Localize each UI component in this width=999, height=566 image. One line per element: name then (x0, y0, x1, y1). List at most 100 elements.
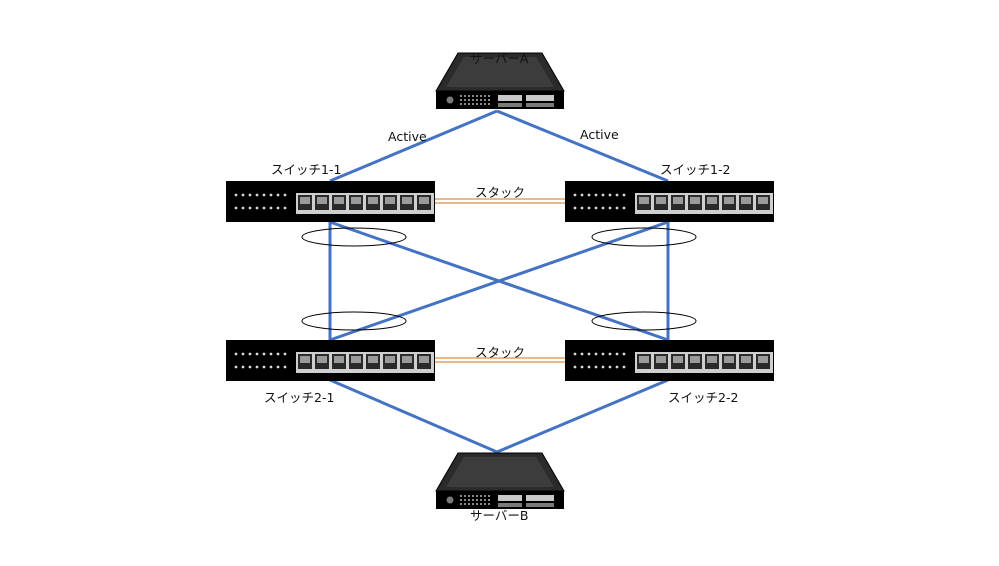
server-vent (476, 103, 478, 105)
switch-led (587, 193, 591, 197)
server-vent (472, 503, 474, 505)
switch-led (262, 193, 266, 197)
server-vent (460, 503, 462, 505)
server-drive-bay (498, 503, 522, 507)
server-vent (472, 99, 474, 101)
switch-led (615, 193, 619, 197)
server-vent (480, 499, 482, 501)
server-vent (484, 495, 486, 497)
switch-port-jack (639, 356, 649, 363)
switch-led (283, 365, 287, 369)
server-b-uplinks (329, 378, 669, 454)
switch-led (594, 365, 598, 369)
switch-port-jack (402, 197, 412, 204)
server-vent (480, 99, 482, 101)
switch-led (269, 193, 273, 197)
server-drive-bay (526, 103, 554, 107)
server-vent (472, 103, 474, 105)
switch-led (234, 193, 238, 197)
switch-port-bank (296, 352, 434, 373)
server-drive-bay (526, 495, 554, 501)
switch-led (255, 193, 259, 197)
server-a-label: サーバーA (470, 51, 529, 66)
server-drive-bay (526, 503, 554, 507)
switch-led (262, 352, 266, 356)
server-drive-bay (498, 495, 522, 501)
switch-2-1-label: スイッチ2-1 (264, 390, 335, 405)
server-vent (472, 95, 474, 97)
stack-cable-top (435, 198, 565, 204)
switch-led (276, 193, 280, 197)
server-b (435, 452, 565, 509)
switch-led (622, 206, 626, 210)
server-vent (484, 103, 486, 105)
switch-2-2 (565, 340, 774, 381)
switch-port-jack (656, 356, 666, 363)
switch-port-jack (690, 197, 700, 204)
server-vent (468, 499, 470, 501)
switch-led (269, 365, 273, 369)
switch-port-jack (368, 356, 378, 363)
switch-led (622, 365, 626, 369)
switch-led (601, 365, 605, 369)
server-vent (484, 99, 486, 101)
server-power-button (446, 496, 454, 504)
active-label-right: Active (580, 127, 619, 142)
switch-led (276, 365, 280, 369)
switch-led (608, 193, 612, 197)
link-servera-switch12 (496, 109, 669, 183)
switch-led (615, 365, 619, 369)
switch-led (269, 206, 273, 210)
switch-port-jack (385, 197, 395, 204)
switch-led (255, 352, 259, 356)
switch-port-jack (724, 356, 734, 363)
server-vent (464, 503, 466, 505)
switch-1-1-label: スイッチ1-1 (271, 162, 342, 177)
server-top-shade (446, 57, 554, 87)
switch-led (276, 352, 280, 356)
switch-2-1 (226, 340, 435, 381)
lag-ellipse-switch22 (591, 311, 697, 331)
switch-led (594, 206, 598, 210)
server-vent (476, 495, 478, 497)
switch-led (241, 352, 245, 356)
switch-led (594, 352, 598, 356)
server-a-uplinks (329, 109, 669, 183)
server-vent (464, 95, 466, 97)
switch-led (587, 365, 591, 369)
switch-port-jack (368, 197, 378, 204)
switch-led (283, 193, 287, 197)
switch-port-jack (673, 356, 683, 363)
switch-port-jack (300, 197, 310, 204)
switch-2-2-label: スイッチ2-2 (668, 390, 739, 405)
server-vent (468, 503, 470, 505)
switch-led (615, 206, 619, 210)
server-power-button (446, 96, 454, 104)
server-vent (468, 495, 470, 497)
switch-led (262, 206, 266, 210)
server-vent (484, 95, 486, 97)
link-switch12-switch21 (329, 220, 669, 342)
server-vent (488, 503, 490, 505)
switch-led (283, 352, 287, 356)
server-vent (480, 495, 482, 497)
switch-led (234, 365, 238, 369)
server-vent (488, 495, 490, 497)
server-vent (488, 99, 490, 101)
switch-port-jack (334, 356, 344, 363)
switch-led (248, 352, 252, 356)
switch-port-jack (690, 356, 700, 363)
switch-led (283, 206, 287, 210)
server-vent (472, 495, 474, 497)
stack-cable-bottom (435, 357, 565, 363)
server-vent (472, 499, 474, 501)
switch-led (255, 206, 259, 210)
link-switch21-serverb (329, 378, 498, 454)
switch-port-jack (707, 356, 717, 363)
switch-1-2 (565, 181, 774, 222)
server-vent (464, 99, 466, 101)
server-vent (476, 95, 478, 97)
link-servera-switch11 (329, 109, 498, 183)
switch-led (234, 352, 238, 356)
switch-port-jack (351, 197, 361, 204)
